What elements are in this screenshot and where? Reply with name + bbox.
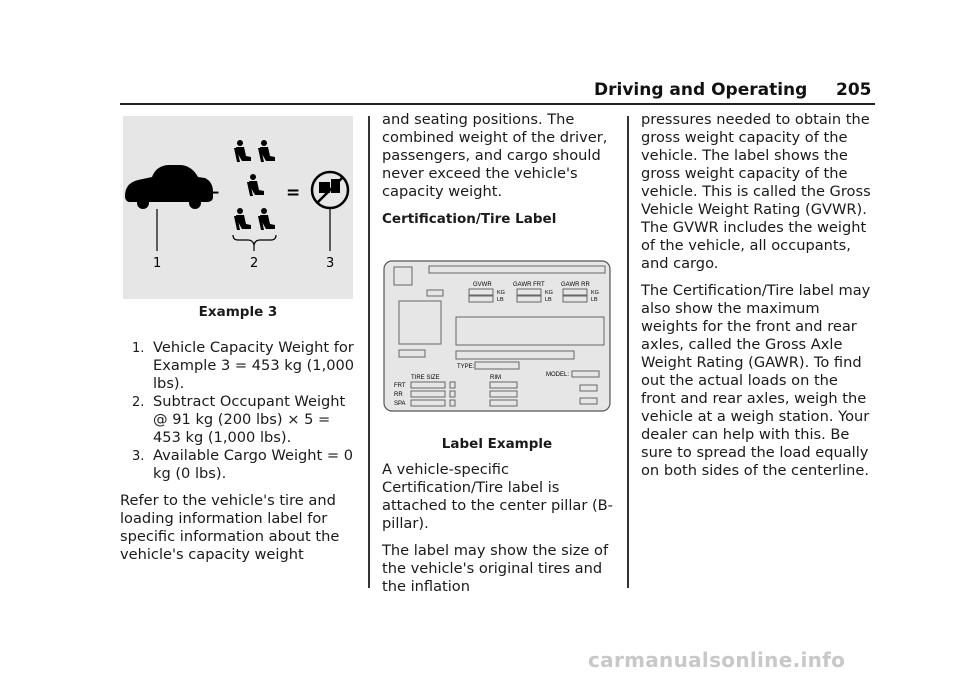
tire-size-label: TIRE SIZE — [411, 375, 440, 381]
kg-unit: KG — [591, 290, 599, 296]
figure-caption-example-3: Example 3 — [198, 304, 278, 320]
column-2-lower-text: A vehicle-specific Certification/Tire la… — [382, 461, 618, 605]
spa-label: SPA — [394, 401, 406, 407]
capacity-example-figure: − = 1 2 3 — [123, 116, 353, 299]
paragraph: The label may show the size of the vehic… — [382, 542, 609, 595]
certification-label-illustration: GVWR GAWR FRT GAWR RR KG LB KG LB KG LB … — [383, 260, 611, 412]
kg-unit: KG — [497, 290, 505, 296]
list-item: 3. Available Cargo Weight = 0 kg (0 lbs)… — [120, 447, 358, 483]
watermark: carmanualsonline.info — [588, 648, 846, 672]
rim-label: RIM — [490, 375, 501, 381]
paragraph: The Certification/Tire label may also sh… — [641, 282, 871, 479]
callout-number-2: 2 — [250, 256, 258, 271]
occupant-bracket — [232, 234, 277, 246]
subheading: Certification/Tire Label — [382, 211, 557, 227]
figure-caption-label-example: Label Example — [441, 436, 553, 452]
lb-unit: LB — [545, 297, 552, 303]
occupant-icon — [234, 140, 251, 162]
list-text: Vehicle Capacity Weight for Example 3 = … — [153, 339, 355, 392]
gawr-rr-label: GAWR RR — [561, 282, 590, 288]
list-number: 1. — [132, 341, 145, 356]
type-label: TYPE: — [457, 364, 475, 370]
wheel-icon — [137, 197, 149, 209]
list-text: Subtract Occupant Weight @ 91 kg (200 lb… — [153, 393, 346, 446]
paragraph: Refer to the vehicle's tire and loading … — [120, 492, 340, 563]
paragraph: pressures needed to obtain the gross wei… — [641, 111, 871, 272]
gawr-frt-label: GAWR FRT — [513, 282, 545, 288]
callout-number-1: 1 — [153, 256, 161, 271]
header-rule — [120, 103, 875, 105]
occupant-icon — [258, 140, 275, 162]
wheel-icon — [189, 197, 201, 209]
column-divider-2 — [627, 116, 629, 588]
column-divider-1 — [368, 116, 370, 588]
minus-sign: − — [206, 183, 220, 203]
occupant-icon — [258, 208, 275, 230]
equals-sign: = — [286, 183, 300, 203]
callout-number-3: 3 — [326, 256, 334, 271]
list-item: 2. Subtract Occupant Weight @ 91 kg (200… — [120, 393, 358, 447]
column-1-text: 1. Vehicle Capacity Weight for Example 3… — [120, 339, 358, 573]
paragraph: and seating positions. The combined weig… — [382, 111, 608, 200]
list-number: 3. — [132, 449, 145, 464]
kg-unit: KG — [545, 290, 553, 296]
list-item: 1. Vehicle Capacity Weight for Example 3… — [120, 339, 358, 393]
column-3-text: pressures needed to obtain the gross wei… — [641, 111, 877, 489]
certification-label-figure: GVWR GAWR FRT GAWR RR KG LB KG LB KG LB … — [383, 260, 611, 412]
page-number: 205 — [836, 80, 872, 100]
section-title: Driving and Operating — [594, 80, 808, 100]
occupant-icon — [234, 208, 251, 230]
list-text: Available Cargo Weight = 0 kg (0 lbs). — [153, 447, 354, 482]
model-label: MODEL: — [546, 372, 569, 378]
gvwr-label: GVWR — [473, 282, 492, 288]
lb-unit: LB — [591, 297, 598, 303]
no-cargo-icon — [310, 170, 350, 210]
column-2-text: and seating positions. The combined weig… — [382, 111, 618, 240]
paragraph: A vehicle-specific Certification/Tire la… — [382, 461, 613, 532]
vehicle-icon — [125, 165, 213, 202]
list-number: 2. — [132, 395, 145, 410]
example-list: 1. Vehicle Capacity Weight for Example 3… — [120, 339, 358, 483]
lb-unit: LB — [497, 297, 504, 303]
rr-label: RR — [394, 392, 403, 398]
occupant-icon — [247, 174, 264, 196]
frt-label: FRT — [394, 383, 406, 389]
capacity-example-illustration: − = 1 2 3 — [125, 140, 350, 271]
